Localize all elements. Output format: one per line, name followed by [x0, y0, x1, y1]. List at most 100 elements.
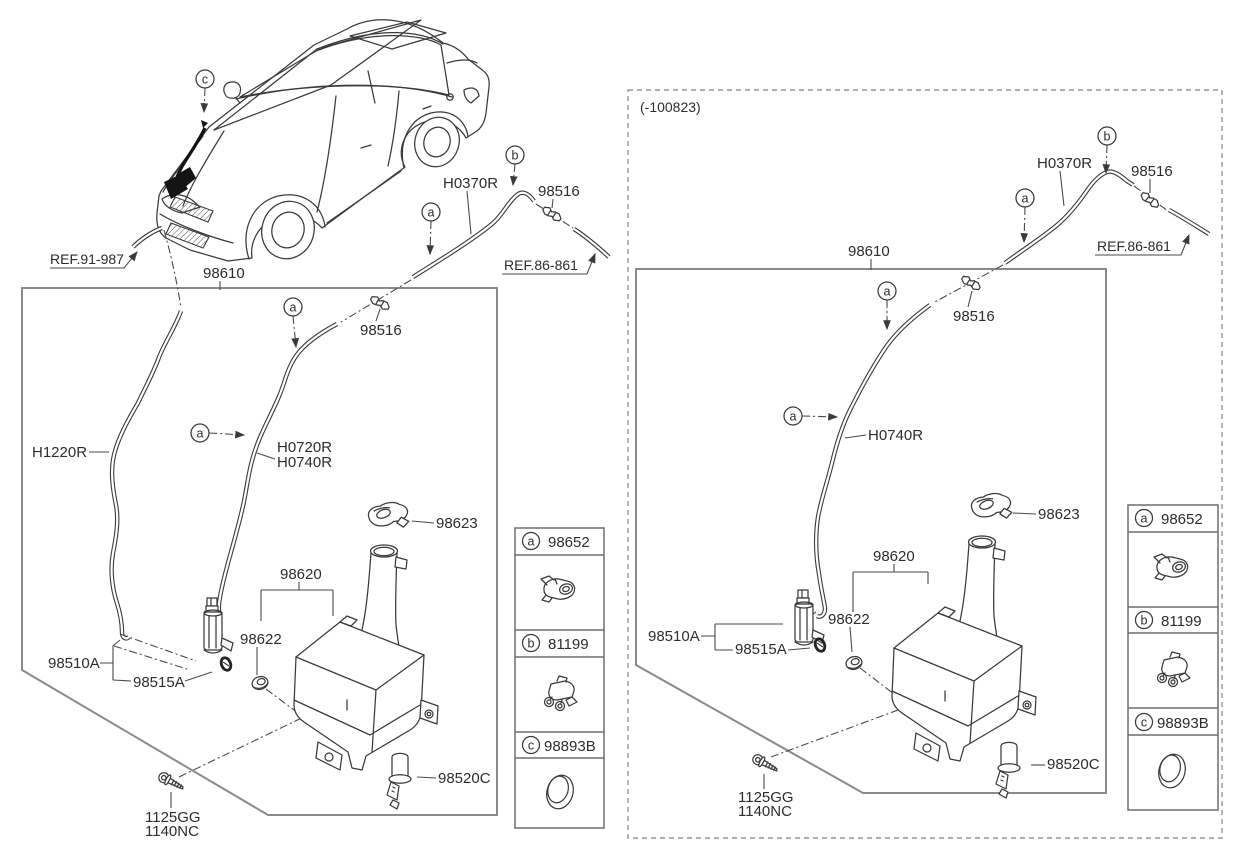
callout-a[interactable]: a — [283, 297, 303, 349]
leader-conn-inner — [340, 279, 412, 323]
ref-link-86-861[interactable]: REF.86-861 — [1095, 233, 1190, 256]
callout-a[interactable]: a — [877, 281, 897, 331]
part-label-98610[interactable]: 98610 — [203, 265, 245, 290]
car-illustration — [156, 19, 490, 262]
hose-cowl-stub — [131, 225, 163, 249]
callout-b[interactable]: b — [505, 145, 525, 187]
hose-rear-stub — [1167, 208, 1211, 236]
callout-a[interactable]: a — [190, 423, 246, 443]
legend-table-left: a 98652 b 81199 c 98893B — [514, 527, 605, 829]
svg-text:a: a — [428, 206, 435, 220]
hose-rear-stub — [572, 227, 611, 259]
legend-row-b[interactable]: b 81199 — [1134, 610, 1202, 688]
svg-text:98510A: 98510A — [648, 628, 700, 645]
part-label-h0370r[interactable]: H0370R — [1037, 155, 1092, 207]
legend-table-right: a 98652 b 81199 c 98893B — [1127, 504, 1219, 811]
part-label-h0740r[interactable]: H0740R — [844, 427, 923, 444]
part-label-98515a[interactable]: 98515A — [112, 671, 213, 691]
hose-clip-icon — [540, 575, 576, 603]
svg-text:98620: 98620 — [873, 548, 915, 565]
callout-b[interactable]: b — [1097, 126, 1117, 175]
legend-row-a[interactable]: a 98652 — [1134, 508, 1203, 581]
ref-link-86-861[interactable]: REF.86-861 — [502, 252, 596, 275]
part-label-bolt[interactable]: 1125GG 1140NC — [145, 792, 201, 840]
svg-text:c: c — [202, 73, 208, 87]
figure-right: (-100823) b — [627, 89, 1223, 839]
part-label-98516-top[interactable]: 98516 — [1131, 163, 1173, 193]
svg-text:98516: 98516 — [1131, 163, 1173, 180]
legend-row-b[interactable]: b 81199 — [521, 633, 589, 712]
part-label-98610[interactable]: 98610 — [848, 243, 890, 270]
washer-pump-icon — [203, 597, 234, 654]
part-label-98510a[interactable]: 98510A — [48, 639, 121, 680]
svg-text:98520C: 98520C — [438, 770, 491, 787]
connector-icon — [368, 293, 392, 313]
pump-grommet-icon — [217, 654, 235, 674]
part-label-98515a[interactable]: 98515A — [715, 641, 811, 658]
svg-text:1125GG: 1125GG — [145, 809, 201, 826]
svg-text:H0370R: H0370R — [1037, 155, 1092, 172]
callout-a[interactable]: a — [783, 406, 839, 426]
figure-left: c b a a a REF.91-987 REF.86- — [21, 69, 611, 840]
legend-row-c[interactable]: c 98893B — [1134, 712, 1209, 792]
variant-note: (-100823) — [640, 99, 701, 115]
ref-link-91-987[interactable]: REF.91-987 — [50, 251, 138, 269]
hose-98610 — [814, 303, 932, 619]
part-label-98623[interactable]: 98623 — [1012, 506, 1080, 523]
svg-text:REF.91-987: REF.91-987 — [50, 251, 124, 267]
part-label-98620[interactable]: 98620 — [852, 548, 929, 612]
grommet-icon — [250, 674, 270, 692]
callout-c[interactable]: c — [195, 69, 215, 114]
svg-text:a: a — [790, 410, 797, 424]
part-label-h0370r[interactable]: H0370R — [443, 175, 498, 235]
part-label-98622[interactable]: 98622 — [828, 611, 870, 653]
part-label-98622[interactable]: 98622 — [240, 631, 282, 675]
front-wheel — [245, 194, 326, 260]
bolt-icon — [156, 769, 187, 794]
callout-a[interactable]: a — [1015, 188, 1035, 244]
svg-text:81199: 81199 — [548, 636, 589, 653]
svg-text:c: c — [1141, 716, 1147, 730]
svg-text:b: b — [512, 149, 519, 163]
part-label-98623[interactable]: 98623 — [411, 515, 478, 532]
hose-clip-icon — [1153, 553, 1189, 581]
legend-row-a[interactable]: a 98652 — [521, 531, 590, 603]
hose-h1220r — [109, 310, 184, 641]
svg-text:98622: 98622 — [828, 611, 870, 628]
part-label-bolt[interactable]: 1125GG 1140NC — [738, 774, 794, 820]
leader-bolt-tank — [178, 712, 313, 778]
svg-text:1140NC: 1140NC — [738, 803, 792, 820]
part-label-98516-top[interactable]: 98516 — [538, 183, 580, 209]
svg-text:98510A: 98510A — [48, 655, 100, 672]
part-label-h0720r-h0740r[interactable]: H0720R H0740R — [256, 439, 332, 471]
svg-text:98516: 98516 — [953, 308, 995, 325]
svg-text:H1220R: H1220R — [32, 444, 87, 461]
svg-text:98623: 98623 — [1038, 506, 1080, 523]
svg-text:98516: 98516 — [538, 183, 580, 200]
cap-icon — [366, 499, 411, 533]
legend-row-c[interactable]: c 98893B — [521, 735, 596, 813]
hose-clip-icon — [1156, 651, 1191, 688]
cap-icon — [969, 490, 1014, 524]
connector-icon — [1138, 190, 1162, 210]
hose-h0370r — [1003, 169, 1135, 265]
svg-text:98516: 98516 — [360, 322, 402, 339]
callout-a[interactable]: a — [421, 202, 441, 256]
part-label-h1220r[interactable]: H1220R — [32, 444, 109, 461]
part-label-98520c[interactable]: 98520C — [416, 770, 491, 787]
part-label-98620[interactable]: 98620 — [260, 566, 334, 621]
svg-text:a: a — [1022, 192, 1029, 206]
part-label-98520c[interactable]: 98520C — [1031, 756, 1100, 773]
svg-text:98620: 98620 — [280, 566, 322, 583]
svg-text:REF.86-861: REF.86-861 — [504, 257, 578, 273]
svg-text:98610: 98610 — [203, 265, 245, 282]
svg-text:98622: 98622 — [240, 631, 282, 648]
svg-text:98652: 98652 — [548, 534, 590, 551]
part-label-98516-inner[interactable]: 98516 — [360, 308, 402, 339]
part-label-98516-inner[interactable]: 98516 — [953, 290, 995, 325]
leader-pump-x1 — [119, 633, 197, 662]
leader-pump-x2 — [113, 645, 188, 670]
part-label-98510a[interactable]: 98510A — [648, 623, 783, 650]
svg-text:a: a — [528, 535, 535, 549]
